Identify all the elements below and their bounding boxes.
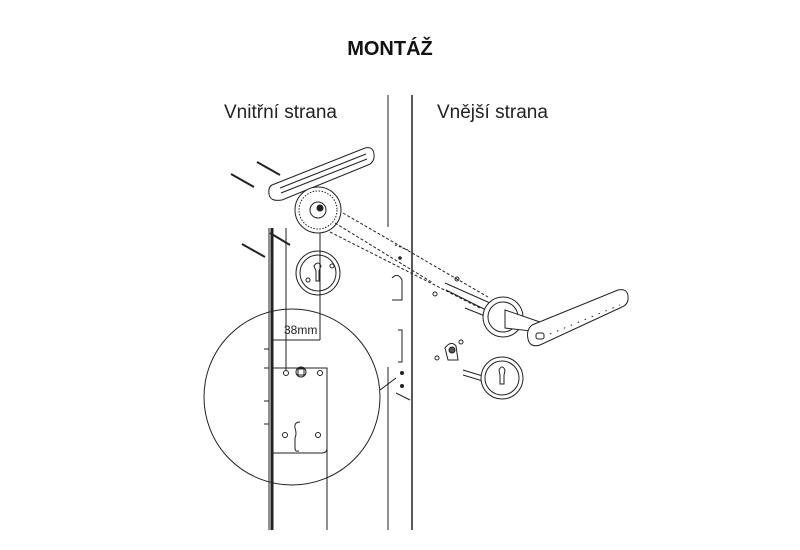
outer-cylinder-rose [462,356,524,400]
door-edge [387,95,413,530]
screws [230,161,291,258]
inner-cylinder-rose [295,250,341,296]
inner-side-label: Vnitřní strana [224,102,337,123]
diagram-title: MONTÁŽ [347,38,433,60]
alignment-lines [329,212,489,309]
lock-cylinder [434,339,464,361]
outer-side-label: Vnější strana [437,102,548,123]
hole-spacing-label: 38mm [284,323,317,337]
outer-handle [432,276,629,347]
detail-circle: 38mm [203,228,397,530]
inner-handle [268,147,375,234]
